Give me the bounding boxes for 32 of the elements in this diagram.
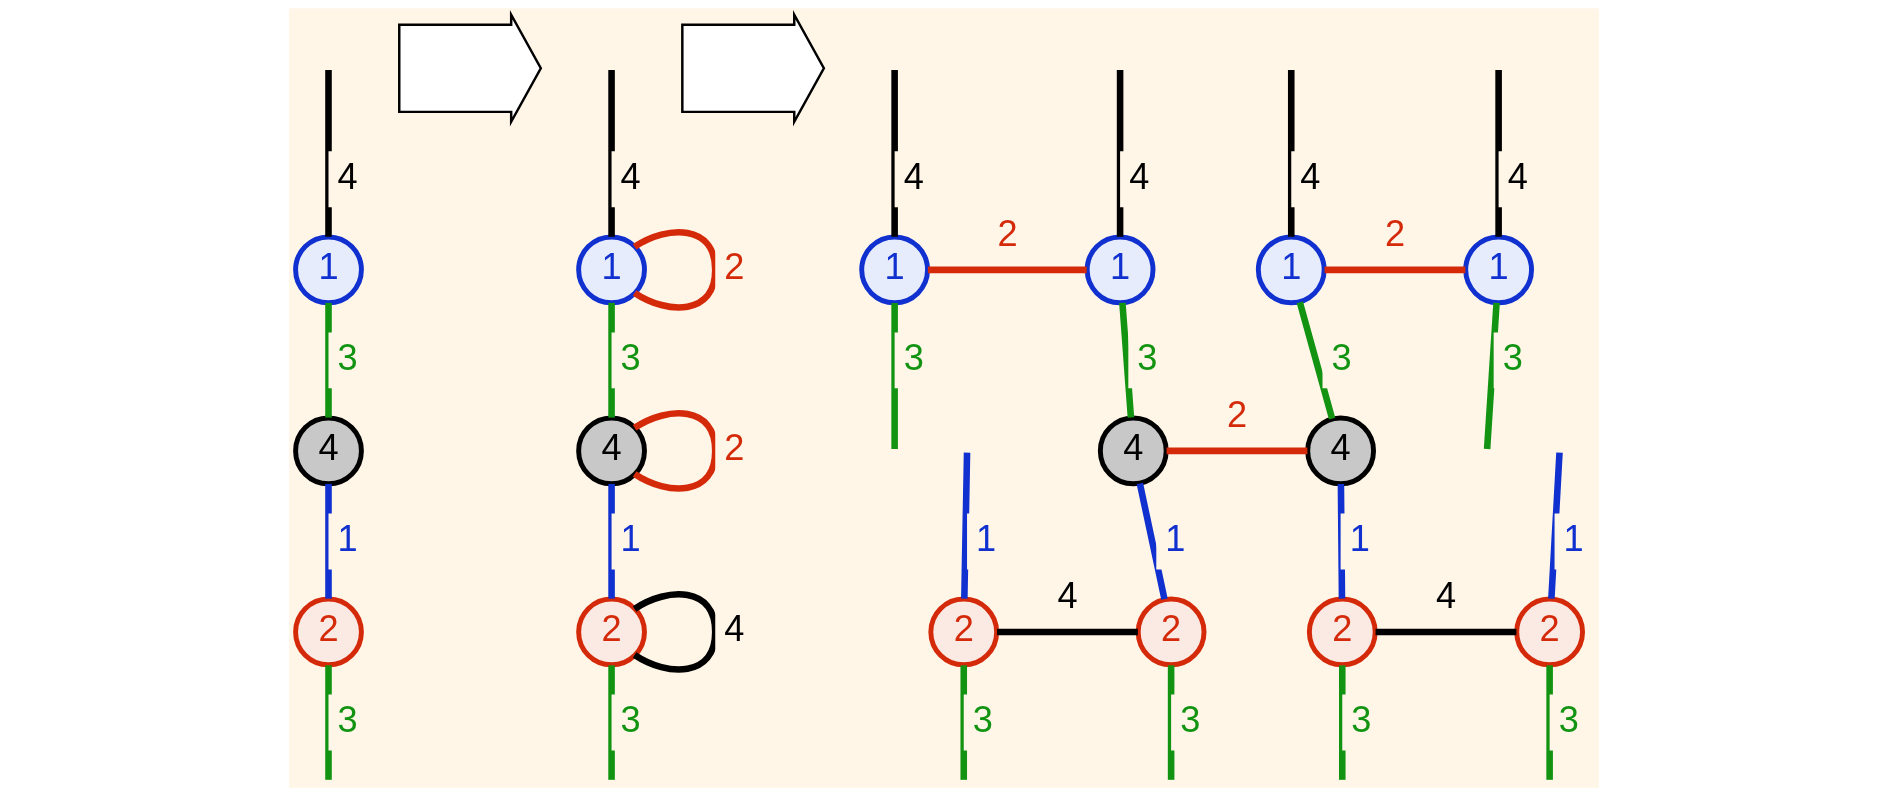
edge-label: 2	[997, 213, 1018, 255]
edge-label: 4	[1129, 155, 1150, 197]
edge-label: 4	[1507, 155, 1528, 197]
edge-label: 4	[1436, 575, 1457, 617]
edge-label: 3	[620, 698, 641, 740]
edge-label: 4	[1300, 155, 1321, 197]
edge-label: 4	[903, 155, 924, 197]
edge-label: 1	[976, 517, 997, 559]
edge-label: 1	[1165, 517, 1186, 559]
edge-label: 3	[1351, 698, 1372, 740]
edge-label: 1	[337, 517, 358, 559]
edge-label: 1	[1349, 517, 1370, 559]
edge-label: 1	[1563, 517, 1584, 559]
edge-label: 3	[1502, 336, 1523, 378]
edge-label: 3	[1558, 698, 1579, 740]
edge-label: 3	[620, 336, 641, 378]
edge-label: 2	[724, 246, 745, 288]
edge-label: 3	[1180, 698, 1201, 740]
edge-label: 2	[724, 427, 745, 469]
edge-label: 2	[1385, 213, 1406, 255]
edge-label: 3	[337, 336, 358, 378]
edge-label: 3	[1137, 336, 1158, 378]
edge-label: 2	[1227, 394, 1248, 436]
edge-label: 1	[620, 517, 641, 559]
edge-label: 3	[337, 698, 358, 740]
edge-label: 4	[620, 155, 641, 197]
edge-label: 3	[972, 698, 993, 740]
edge-label: 4	[337, 155, 358, 197]
edge-label: 3	[903, 336, 924, 378]
edge-label: 4	[724, 608, 745, 650]
edge-label: 4	[1057, 575, 1078, 617]
edge-label: 3	[1331, 336, 1352, 378]
